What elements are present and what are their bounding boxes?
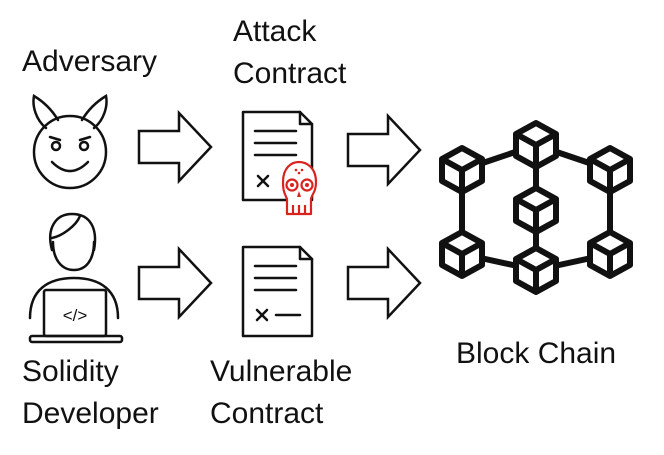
attack-contract-label-line2: Contract (233, 57, 347, 90)
developer-at-laptop-icon: </> (28, 212, 124, 344)
block-chain-label: Block Chain (456, 337, 617, 370)
solidity-developer-label-line1: Solidity (22, 355, 119, 388)
vulnerable-contract-label-line2: Contract (210, 397, 324, 430)
solidity-developer-label-line2: Developer (22, 397, 159, 430)
right-arrow-icon (346, 114, 422, 186)
laptop-code-glyph: </> (63, 306, 88, 325)
vulnerable-contract-document-icon (241, 245, 314, 338)
attack-contract-label-line1: Attack (233, 15, 317, 48)
adversary-label: Adversary (22, 45, 158, 78)
devil-face-icon (32, 94, 108, 190)
vulnerable-contract-label-line1: Vulnerable (210, 355, 353, 388)
right-arrow-icon (137, 111, 213, 183)
right-arrow-icon (346, 247, 422, 319)
right-arrow-icon (137, 247, 213, 319)
blockchain-cubes-icon (442, 123, 630, 292)
skull-icon (281, 160, 318, 216)
